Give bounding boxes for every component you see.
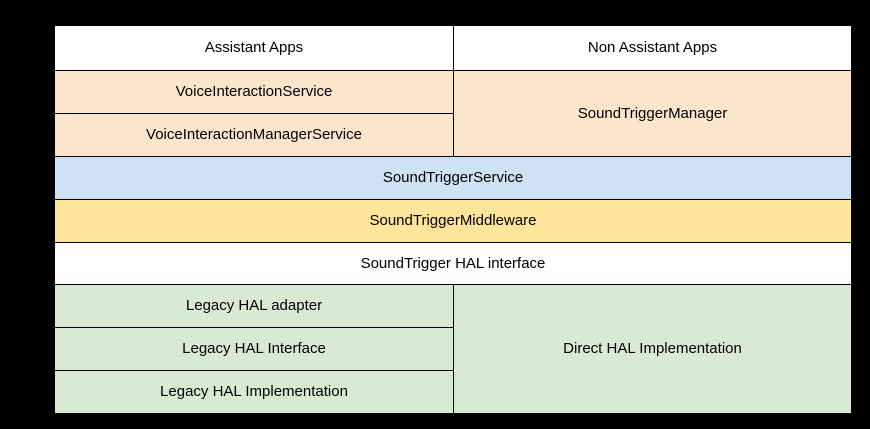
cell-legacy-hal-adapter: Legacy HAL adapter	[54, 284, 454, 328]
table-row-sound-trigger-hal-interface: SoundTrigger HAL interface	[54, 242, 852, 285]
table-row-apps: Assistant Apps Non Assistant Apps	[54, 25, 852, 71]
cell-voice-interaction-service: VoiceInteractionService	[54, 70, 454, 114]
table-row-legacy-hal-adapter: Legacy HAL adapter Direct HAL Implementa…	[54, 284, 852, 414]
table-row-legacy-hal-interface: Legacy HAL Interface	[54, 327, 852, 371]
cell-legacy-hal-interface: Legacy HAL Interface	[54, 327, 454, 371]
table-row-voice-interaction-service: VoiceInteractionService SoundTriggerMana…	[54, 70, 852, 157]
cell-sound-trigger-service: SoundTriggerService	[54, 156, 852, 200]
cell-direct-hal-implementation: Direct HAL Implementation	[453, 284, 852, 414]
table-row-sound-trigger-middleware: SoundTriggerMiddleware	[54, 199, 852, 243]
cell-legacy-hal-implementation: Legacy HAL Implementation	[54, 370, 454, 414]
table-row-sound-trigger-service: SoundTriggerService	[54, 156, 852, 200]
cell-sound-trigger-middleware: SoundTriggerMiddleware	[54, 199, 852, 243]
table-row-legacy-hal-implementation: Legacy HAL Implementation	[54, 370, 852, 414]
cell-sound-trigger-hal-interface: SoundTrigger HAL interface	[54, 242, 852, 285]
soundtrigger-architecture-table: Assistant Apps Non Assistant Apps VoiceI…	[54, 25, 852, 414]
cell-voice-interaction-manager-service: VoiceInteractionManagerService	[54, 113, 454, 157]
cell-non-assistant-apps: Non Assistant Apps	[453, 25, 852, 71]
table-row-voice-interaction-manager-service: VoiceInteractionManagerService	[54, 113, 852, 157]
cell-sound-trigger-manager: SoundTriggerManager	[453, 70, 852, 157]
cell-assistant-apps: Assistant Apps	[54, 25, 454, 71]
